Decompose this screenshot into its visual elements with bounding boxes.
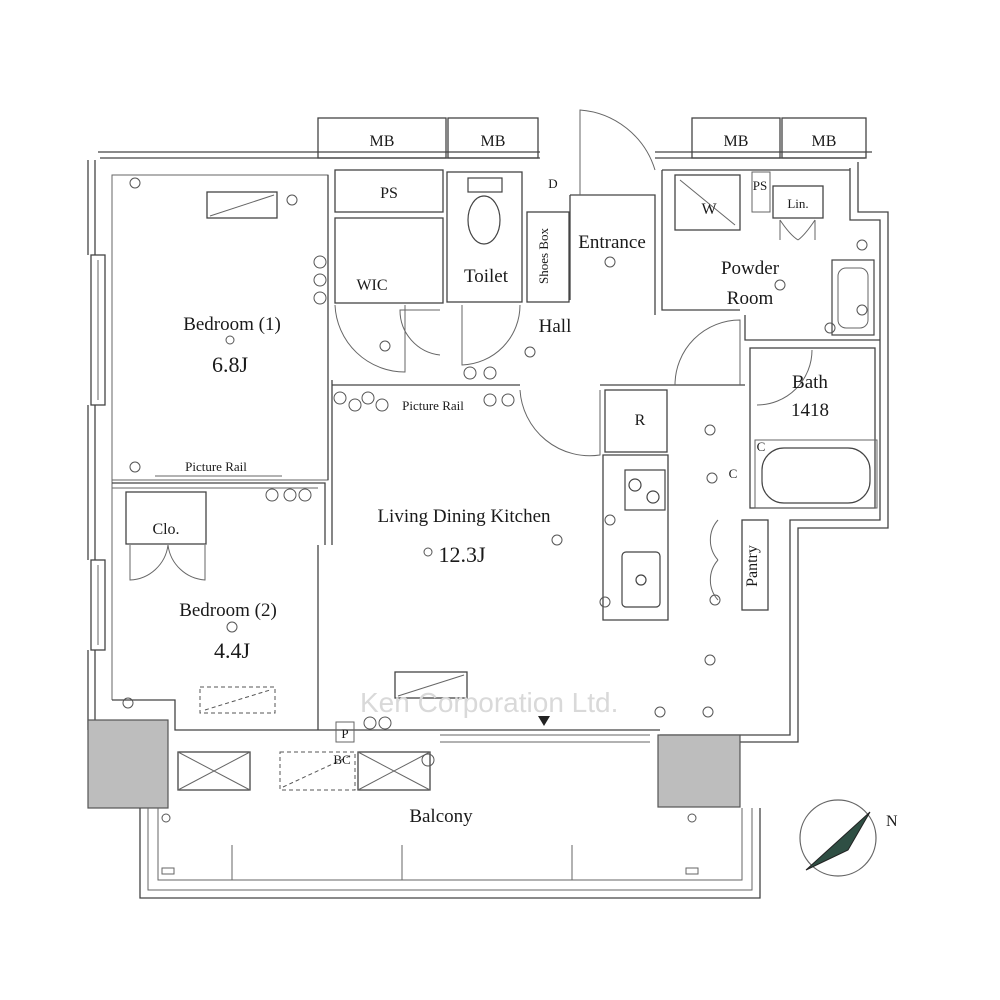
powder-room-label-1: Powder: [721, 258, 780, 279]
ldk-size-label: 12.3J: [438, 542, 486, 567]
picture-rail-label-1: Picture Rail: [185, 459, 247, 474]
watermark: Ken Corporation Ltd.: [360, 687, 618, 718]
panel-c-label-1: C: [757, 439, 766, 454]
mb-label-3: MB: [724, 133, 749, 150]
door-d-label: D: [548, 176, 557, 191]
mb-label-2: MB: [481, 133, 506, 150]
bedroom2-size-label: 4.4J: [214, 638, 251, 663]
picture-rail-label-2: Picture Rail: [402, 398, 464, 413]
mb-label-4: MB: [812, 133, 837, 150]
toilet-label: Toilet: [464, 266, 509, 287]
room-labels: MB MB MB MB PS WIC Toilet Shoes Box Entr…: [152, 133, 836, 827]
doors: [129, 109, 813, 601]
compass-n-label: N: [886, 813, 898, 830]
panel-c-label-2: C: [729, 466, 738, 481]
bedroom1-label: Bedroom (1): [183, 314, 281, 335]
shoes-box-label: Shoes Box: [536, 228, 551, 284]
ceiling-lights: [122, 177, 868, 718]
panel-p-label: P: [341, 726, 348, 741]
entry-marker-icon: [538, 716, 550, 726]
wic-label: WIC: [356, 277, 387, 294]
left-windows: [90, 254, 106, 651]
compass-icon: N: [799, 799, 898, 877]
closets: [125, 491, 769, 611]
ldk-label: Living Dining Kitchen: [377, 506, 551, 527]
ps-label: PS: [380, 185, 398, 202]
closet-label: Clo.: [152, 521, 179, 538]
bath-size-label: 1418: [791, 400, 829, 421]
bedroom1-size-label: 6.8J: [212, 352, 249, 377]
balcony-structure: [87, 719, 761, 899]
interior-walls: [112, 169, 880, 743]
pantry-label: Pantry: [744, 545, 761, 587]
balcony-label: Balcony: [409, 806, 473, 827]
washer-label: W: [701, 201, 717, 218]
fixtures: [467, 177, 878, 608]
outer-walls: [87, 151, 889, 743]
refrigerator-label: R: [635, 412, 646, 429]
bath-label: Bath: [792, 372, 828, 393]
linen-label: Lin.: [787, 196, 808, 211]
outlets: [265, 255, 515, 767]
ps-vertical-label: PS: [753, 178, 767, 193]
entrance-label: Entrance: [578, 232, 646, 253]
powder-room-label-2: Room: [727, 288, 774, 309]
mb-label-1: MB: [370, 133, 395, 150]
laundry-area: [674, 171, 824, 241]
bc-label: BC: [333, 752, 350, 767]
bedroom2-label: Bedroom (2): [179, 600, 277, 621]
hall-label: Hall: [539, 316, 572, 337]
ac-units: [199, 191, 468, 791]
